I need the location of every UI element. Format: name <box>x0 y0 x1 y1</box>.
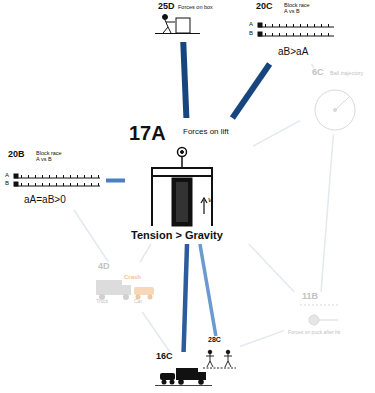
topic-node: 6C Ball trajectory <box>300 68 372 134</box>
topic-node: 17A Forces on liftTension > Gravity <box>125 118 253 244</box>
node-id: 6C <box>312 68 324 78</box>
puck-icon <box>300 305 340 325</box>
link-line <box>232 64 269 118</box>
node-text: aB>aA <box>278 46 308 57</box>
link-line <box>184 244 187 352</box>
node-id: 25D <box>158 2 175 12</box>
topic-node: 25DForces on box <box>150 2 215 42</box>
link-line <box>106 178 125 182</box>
topic-node: 28C <box>198 336 240 372</box>
node-text: Forces on lift <box>183 128 229 137</box>
race-track-icon <box>14 174 100 186</box>
two-figures-icon <box>203 350 236 368</box>
node-text: Ball trajectory <box>330 70 370 76</box>
node-text: B <box>5 180 9 187</box>
node-text: Car <box>134 299 142 305</box>
node-text: Forces on box <box>178 4 213 10</box>
ball-trajectory-icon <box>315 90 355 130</box>
link-line <box>240 331 284 347</box>
node-id: 16C <box>156 352 173 362</box>
topic-node: 4D Truck Car Crash <box>88 262 162 312</box>
node-text: A <box>5 172 9 179</box>
link-line <box>200 244 216 336</box>
push-box-icon <box>155 15 200 34</box>
node-id: 4D <box>98 262 110 272</box>
node-text: aA=aB>0 <box>24 194 66 205</box>
lift-icon <box>152 148 212 227</box>
node-text: Forces on puck after hit <box>288 330 340 336</box>
node-id: 17A <box>129 122 166 144</box>
race-track-icon <box>258 23 334 36</box>
link-line <box>142 312 170 352</box>
truck-car-icon <box>96 280 154 300</box>
node-text: Tension > Gravity <box>131 229 223 241</box>
node-text: Block race A vs B <box>36 150 66 162</box>
topic-node: 16C <box>150 352 216 390</box>
link-line <box>249 244 295 292</box>
link-line <box>183 42 186 118</box>
node-text: Truck <box>96 299 108 305</box>
node-text: Block race A vs B <box>284 2 314 14</box>
truck-car-icon <box>155 368 212 386</box>
node-id: 28C <box>208 336 221 344</box>
node-text: A <box>249 21 253 28</box>
node-id: 20B <box>8 150 25 160</box>
topic-node: 11B Forces on puck after hit <box>284 292 354 344</box>
node-id: 11B <box>302 292 318 302</box>
link-line <box>253 121 300 147</box>
node-text: B <box>249 30 253 37</box>
link-line <box>74 210 109 262</box>
link-line <box>321 134 333 292</box>
topic-node: 20C Block race A vs B ABaB>aA <box>246 2 336 64</box>
node-text: Crash <box>124 274 141 281</box>
link-line <box>140 244 151 262</box>
node-id: 20C <box>256 2 273 12</box>
velocity-label: v <box>208 196 212 204</box>
topic-node: 20B Block race A vs B ABaA=aB>0 <box>2 150 106 210</box>
